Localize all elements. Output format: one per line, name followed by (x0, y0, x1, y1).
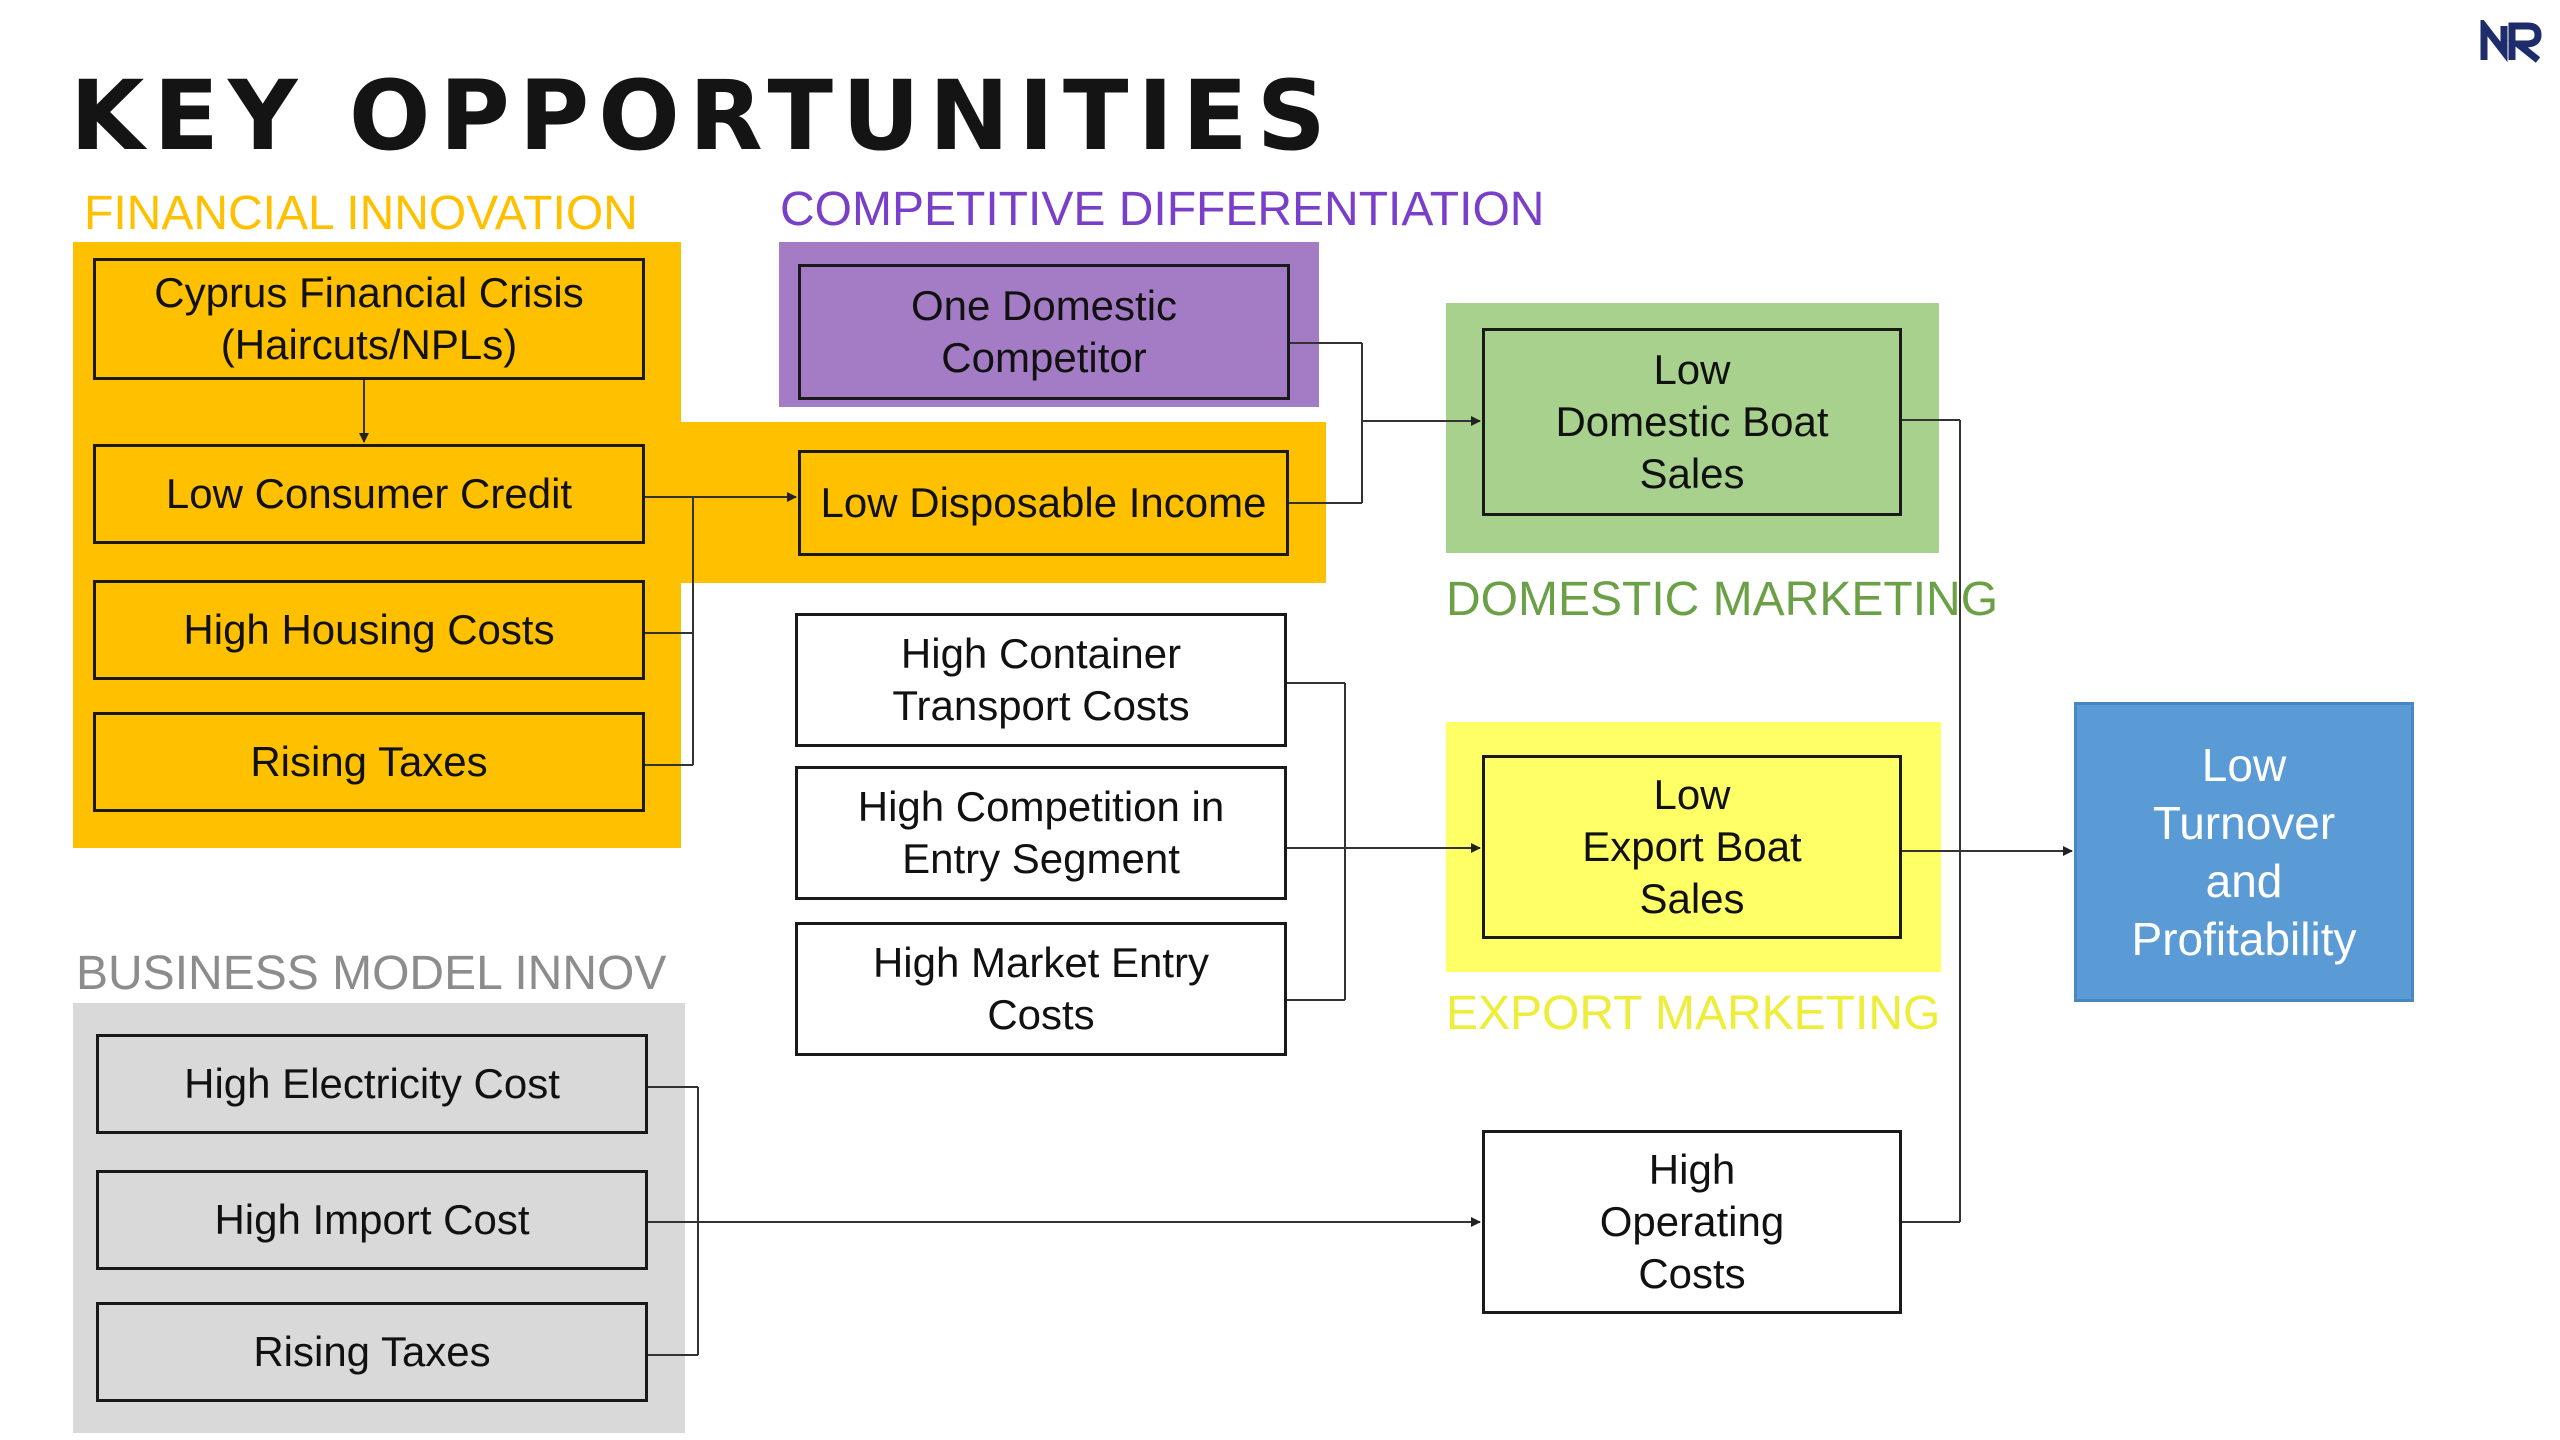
low-turnover-profitability-box: Low Turnover and Profitability (2074, 702, 2414, 1002)
cyprus-crisis-box: Cyprus Financial Crisis (Haircuts/NPLs) (93, 258, 645, 380)
high-electricity-cost-box: High Electricity Cost (96, 1034, 648, 1134)
high-competition-entry-segment-box: High Competition in Entry Segment (795, 766, 1287, 900)
low-domestic-boat-sales-box: Low Domestic Boat Sales (1482, 328, 1902, 516)
high-import-cost-box: High Import Cost (96, 1170, 648, 1270)
business-model-innov-label: BUSINESS MODEL INNOV (76, 947, 667, 1000)
rising-taxes-business-box: Rising Taxes (96, 1302, 648, 1402)
high-operating-costs-box: High Operating Costs (1482, 1130, 1902, 1314)
low-export-boat-sales-box: Low Export Boat Sales (1482, 755, 1902, 939)
logo-n-mark (2480, 20, 2508, 63)
one-domestic-competitor-box: One Domestic Competitor (798, 264, 1290, 400)
competitive-differentiation-label: COMPETITIVE DIFFERENTIATION (780, 183, 1545, 236)
low-consumer-credit-box: Low Consumer Credit (93, 444, 645, 544)
high-housing-costs-box: High Housing Costs (93, 580, 645, 680)
slide-title: KEY OPPORTUNITIES (70, 60, 1335, 172)
domestic-marketing-label: DOMESTIC MARKETING (1446, 573, 1999, 626)
high-market-entry-costs-box: High Market Entry Costs (795, 922, 1287, 1056)
nr-logo-icon (2480, 20, 2542, 63)
rising-taxes-financial-box: Rising Taxes (93, 712, 645, 812)
low-disposable-income-box: Low Disposable Income (798, 450, 1289, 556)
logo-r-mark (2508, 22, 2542, 63)
financial-innovation-label: FINANCIAL INNOVATION (84, 187, 638, 240)
high-container-transport-costs-box: High Container Transport Costs (795, 613, 1287, 747)
export-marketing-label: EXPORT MARKETING (1446, 987, 1941, 1040)
